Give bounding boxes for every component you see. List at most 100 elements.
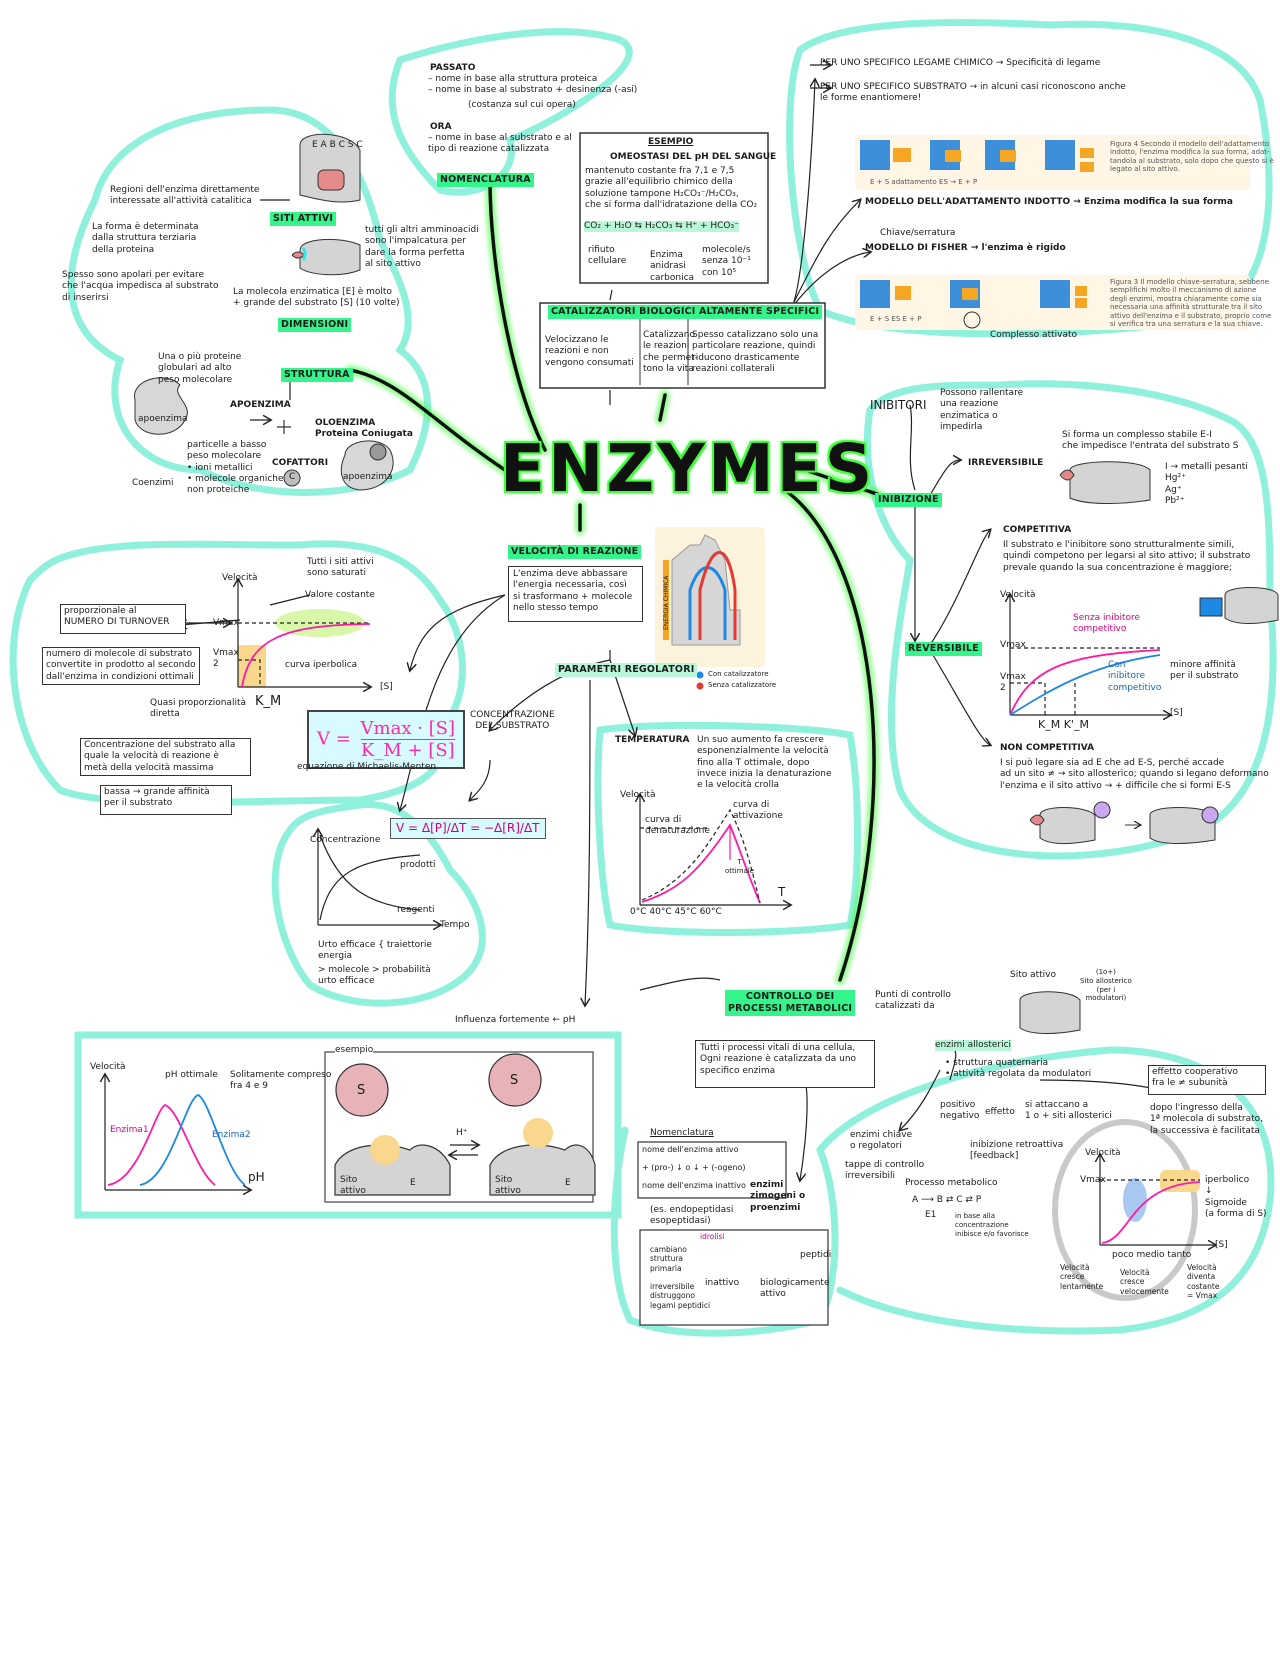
nome-attivo: nome dell'enzima attivo [642, 1145, 739, 1154]
figure4-labels: E + S adattamento ES → E + P [870, 178, 978, 186]
e1-label: E1 [925, 1210, 937, 1220]
ph-velocita-axis: Velocità [90, 1062, 126, 1072]
coenzimi-label: Coenzimi [132, 478, 174, 488]
km-label: K_M [255, 694, 282, 709]
es-peptidasi: (es. endopeptidasi esopeptidasi) [650, 1205, 734, 1227]
fisher-text: MODELLO DI FISHER → l'enzima è rigido [865, 243, 1066, 253]
sito-attivo-label: Sito attivo [1010, 970, 1057, 980]
inhibitor-icons [1029, 461, 1279, 845]
conc-substrato-node: CONCENTRAZIONE DEL SUBSTRATO [470, 710, 555, 732]
bassa-box: bassa → grande affinità per il substrato [100, 785, 232, 815]
michaelis-label: equazione di Michaelis-Menten [297, 762, 437, 772]
enzyme-e-1: E [410, 1178, 416, 1188]
figure3-labels: E + S ES E + P [870, 315, 922, 323]
dopo-text: dopo l'ingresso della 1ª molecola di sub… [1150, 1103, 1263, 1136]
temp-ticks: 0°C 40°C 45°C 60°C [630, 907, 722, 917]
inattivo-label: inattivo [705, 1278, 740, 1288]
rifiuto-text: rifiuto cellulare [588, 245, 627, 267]
enzimi-chiave: enzimi chiave o regolatori [850, 1130, 913, 1152]
chiave-text: Chiave/serratura [880, 228, 956, 238]
esempio-frame [579, 132, 769, 284]
curva-label: curva iperbolica [285, 660, 358, 670]
ora-items: – nome in base al substrato e al tipo di… [428, 133, 572, 155]
molecole-text: molecole/s senza 10⁻¹ con 10⁵ [702, 245, 751, 278]
metalli-text: I → metalli pesanti Hg²⁺ Ag⁺ Pb²⁺ [1165, 462, 1248, 506]
mm-denominator: K_M + [S] [360, 740, 455, 761]
legend-senza: Senza catalizzatore [708, 681, 777, 689]
vel-lenta: Velocità cresce lentamente [1060, 1263, 1104, 1291]
tutti-processi-box: Tutti i processi vitali di una cellula, … [695, 1040, 875, 1088]
mm-numerator: Vmax · [S] [360, 718, 456, 740]
temperatura-text: Un suo aumento fa crescere esponenzialme… [697, 735, 832, 790]
temperatura-node: TEMPERATURA [615, 735, 690, 745]
protein-blobs [134, 377, 394, 491]
velocity-chart [175, 580, 370, 687]
enzima2-label: Enzima2 [212, 1130, 251, 1140]
conc-axis: Concentrazione [310, 835, 381, 845]
zymogen-process-box [639, 1229, 829, 1326]
competitive-chart [1010, 595, 1170, 715]
zymogen-name-box [637, 1141, 787, 1199]
apoenzima-icon-label: apoenzima [138, 414, 188, 424]
turnover-box: proporzionale al NUMERO DI TURNOVER [60, 604, 186, 634]
cofattori-label: COFATTORI [272, 458, 329, 468]
velocita-node: VELOCITÀ DI REAZIONE [508, 545, 642, 559]
specificita-substrato: PER UNO SPECIFICO SUBSTRATO → in alcuni … [820, 82, 1126, 104]
positivo-negativo: positivo negativo [940, 1100, 980, 1122]
oloenzima-label: OLOENZIMA Proteina Coniugata [315, 418, 413, 440]
urto-text: Urto efficace { traiettorie energia [318, 940, 432, 962]
ph-solitamente: Solitamente compreso fra 4 e 9 [230, 1070, 332, 1092]
iperbolico-text: iperbolico ↓ Sigmoide (a forma di S) [1205, 1175, 1267, 1219]
sito-allosterico-label: (1o+) Sito allosterico (per i modulatori… [1080, 968, 1132, 1003]
inibizione-node: INIBIZIONE [875, 493, 942, 507]
site-letters: E A B C S C [312, 140, 363, 150]
main-title: ENZYMES [500, 430, 876, 507]
tempo-axis: Tempo [440, 920, 470, 930]
mm-v: V = [317, 728, 351, 750]
molecola-text: La molecola enzimatica [E] è molto + gra… [233, 287, 400, 309]
ottimale-label: T ottimale [725, 858, 755, 875]
effetto-label: effetto [985, 1107, 1015, 1117]
temp-axis: T [778, 885, 786, 899]
comp-chart-km: K_M K'_M [1038, 718, 1089, 731]
h-plus: H⁺ [456, 1128, 468, 1138]
legend-con: Con catalizzatore [708, 670, 769, 678]
molecole-urto: > molecole > probabilità urto efficace [318, 965, 431, 987]
sigmoid-s-axis: [S] [1215, 1240, 1228, 1250]
enzyme-fig3-icons [860, 280, 1087, 308]
attivazione-label: curva di attivazione [733, 800, 783, 822]
globulari-text: Una o più proteine globulari ad alto pes… [158, 352, 242, 385]
noncompetitiva-label: NON COMPETITIVA [1000, 743, 1095, 753]
velocita-axis: Velocità [222, 573, 258, 583]
struttura-node: STRUTTURA [281, 368, 353, 382]
competitiva-label: COMPETITIVA [1003, 525, 1072, 535]
forma-text: La forma è determinata dalla struttura t… [92, 222, 199, 255]
oloenzima-icon-label: apoenzima [343, 472, 393, 482]
anidrasi-text: Enzima anidrasi carbonica [650, 250, 695, 283]
complex-circle [963, 311, 981, 329]
inibitori-desc: Possono rallentare una reazione enzimati… [940, 388, 1024, 432]
enzyme-icon-sites [291, 133, 361, 276]
catalizzatori-col1: Velocizzano le reazioni e non vengono co… [545, 335, 634, 368]
rate-formula: V = Δ[P]/ΔT = −Δ[R]/ΔT [390, 818, 546, 839]
noncompetitiva-text: I si può legare sia ad E che ad E-S, per… [1000, 758, 1269, 791]
esempio-header: ESEMPIO [648, 137, 694, 147]
cofattori-desc: particelle a basso peso molecolare • ion… [187, 440, 284, 495]
nomenclatura-node: NOMENCLATURA [437, 173, 534, 187]
figure3-caption: Figura 3 Il modello chiave-serratura, se… [1110, 278, 1272, 328]
vmax2-label: Vmax 2 [213, 648, 239, 670]
sito-attivo-2: Sito attivo [495, 1175, 521, 1197]
enzyme-e-2: E [565, 1178, 571, 1188]
thin-connectors [180, 65, 1160, 1191]
idrolisi-label: idrolisi [700, 1232, 725, 1241]
comp-chart-minore: minore affinità per il substrato [1170, 660, 1239, 682]
ph-ottimale: pH ottimale [165, 1070, 218, 1080]
michaelis-formula: V = Vmax · [S] K_M + [S] [307, 710, 466, 769]
valore-text: Valore costante [305, 590, 375, 600]
catalizzatori-col2: Catalizzano le reazioni che permet- tono… [643, 330, 698, 374]
figure4-caption: Figura 4 Secondo il modello dell'adattam… [1110, 140, 1274, 174]
tutti-text: tutti gli altri amminoacidi sono l'impal… [365, 225, 479, 269]
esempio-body: mantenuto costante fra 7,1 e 7,5 grazie … [585, 166, 758, 210]
energia-label: ENERGIA CHIMICA [663, 575, 670, 630]
catalizzatori-col3: Spesso catalizzano solo una particolare … [692, 330, 819, 374]
